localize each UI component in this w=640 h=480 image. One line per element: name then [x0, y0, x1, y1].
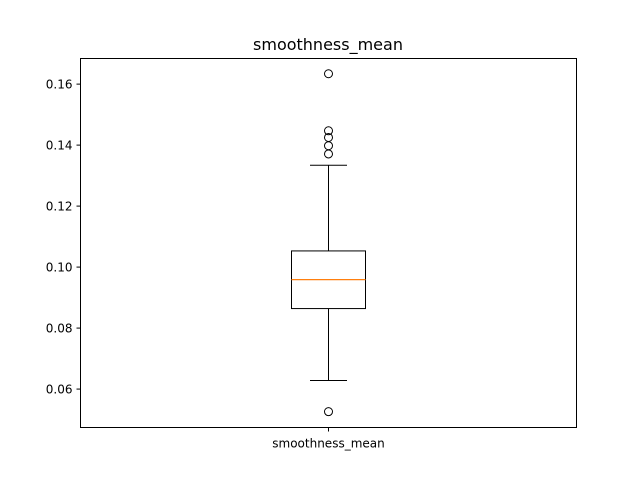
- outlier-point: [324, 126, 333, 136]
- outlier-point: [324, 407, 333, 417]
- outlier-point: [324, 149, 333, 159]
- chart-title: smoothness_mean: [253, 35, 403, 55]
- y-tick-label: 0.08: [46, 322, 73, 336]
- y-tick-label: 0.14: [46, 139, 73, 153]
- x-tick-label: smoothness_mean: [272, 437, 384, 451]
- outlier-point: [324, 141, 333, 151]
- y-tick-label: 0.06: [46, 383, 73, 397]
- y-tick-label: 0.10: [46, 261, 73, 275]
- box-group: [291, 69, 366, 417]
- outlier-point: [324, 69, 333, 79]
- outlier-point: [324, 132, 333, 142]
- y-axis: 0.06 0.08 0.10 0.12 0.14 0.16: [46, 78, 81, 397]
- y-tick-label: 0.12: [46, 200, 73, 214]
- x-axis: smoothness_mean: [272, 427, 385, 451]
- y-tick-label: 0.16: [46, 78, 73, 92]
